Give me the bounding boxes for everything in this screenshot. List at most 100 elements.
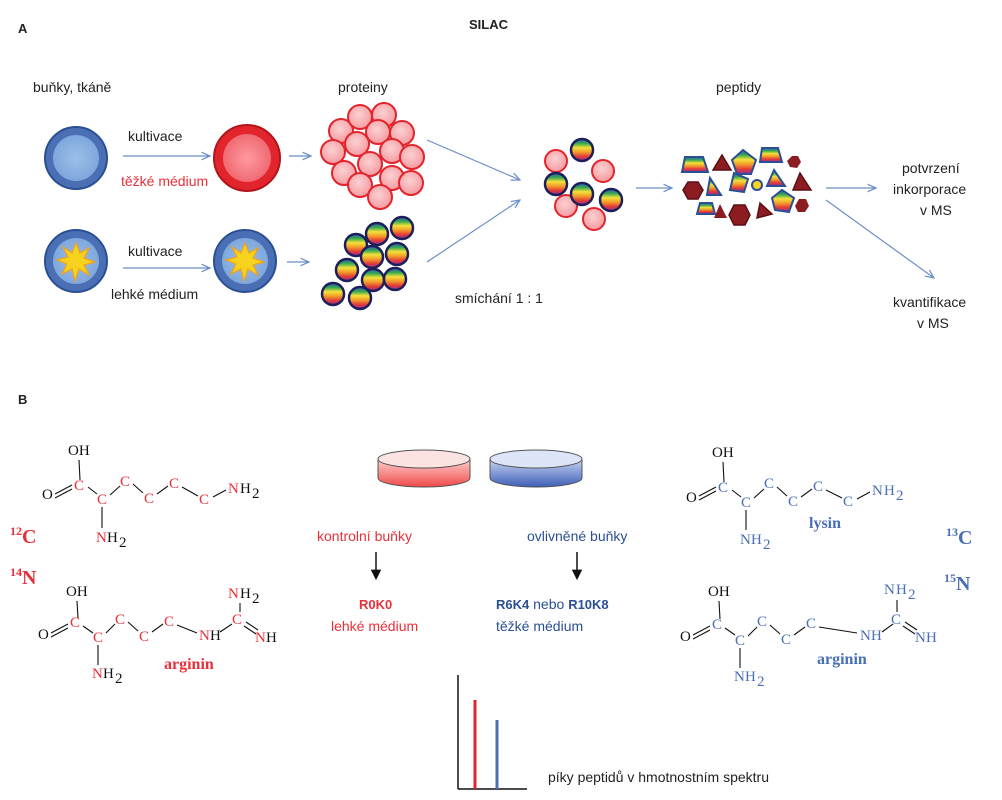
svg-text:C: C [781, 632, 791, 648]
svg-text:O: O [680, 629, 691, 645]
svg-text:N: N [199, 628, 210, 644]
svg-text:N: N [872, 483, 883, 499]
arginine-light-structure: OH O C C C C C N H C N H 2 N H N H 2 [38, 584, 277, 687]
svg-text:C: C [788, 494, 798, 510]
svg-text:2: 2 [252, 591, 260, 607]
svg-text:H: H [745, 669, 756, 685]
svg-text:N: N [915, 630, 926, 646]
cultivation-top-label: kultivace [128, 128, 183, 144]
arrow-to-quantification [825, 199, 934, 278]
svg-text:C: C [164, 614, 174, 630]
lysine-label: lysin [809, 515, 841, 532]
svg-text:C: C [757, 614, 767, 630]
svg-text:H: H [210, 628, 221, 644]
svg-text:2: 2 [115, 671, 123, 687]
svg-text:N: N [860, 628, 871, 644]
svg-text:C: C [891, 612, 901, 628]
svg-text:H: H [751, 532, 762, 548]
light-protein-cluster [320, 215, 415, 311]
arginine-heavy-structure: OH O C C C C C N H C N H 2 N H N H 2 [680, 582, 937, 690]
svg-text:H: H [896, 582, 907, 598]
lysine-light-structure: OH O C C C C C C N H 2 N H 2 [42, 443, 260, 551]
svg-text:C: C [735, 633, 745, 649]
cell-unlabeled-top [44, 126, 108, 190]
svg-text:2: 2 [763, 537, 771, 553]
svg-text:C: C [764, 476, 774, 492]
svg-text:OH: OH [712, 445, 734, 461]
heavy-label-line: R6K4 nebo R10K8 [496, 596, 609, 612]
svg-text:OH: OH [708, 584, 730, 600]
svg-text:2: 2 [757, 674, 765, 690]
isotope-15n-label: 15N [944, 571, 971, 595]
svg-text:2: 2 [896, 488, 904, 504]
petri-dish-light [377, 449, 471, 488]
panel-a-letter: A [18, 21, 28, 36]
svg-text:N: N [740, 532, 751, 548]
cell-heavy-labeled [213, 124, 281, 192]
svg-text:C: C [70, 615, 80, 631]
heavy-medium-label: těžké médium [121, 173, 208, 189]
label-peptides: peptidy [716, 79, 761, 95]
svg-text:C: C [144, 491, 154, 507]
mixed-protein-cluster [543, 137, 624, 231]
svg-text:H: H [103, 666, 114, 682]
svg-text:O: O [38, 627, 49, 643]
arginine-label-left: arginin [164, 656, 214, 673]
svg-text:N: N [228, 586, 239, 602]
control-cells-label: kontrolní buňky [317, 528, 412, 544]
cell-unlabeled-bottom [44, 229, 108, 293]
light-medium-b-label: lehké médium [331, 618, 418, 634]
confirm-line2: inkorporace [893, 181, 966, 197]
cultivation-bottom-label: kultivace [128, 243, 183, 259]
arrow-light-to-mix [426, 200, 520, 263]
cell-light-labeled [213, 229, 277, 293]
svg-text:2: 2 [252, 486, 260, 502]
svg-text:C: C [232, 612, 242, 628]
svg-text:C: C [169, 476, 179, 492]
svg-text:H: H [926, 630, 937, 646]
svg-text:N: N [734, 669, 745, 685]
peptide-fragments [680, 147, 813, 226]
lysine-heavy-structure: OH O C C C C C C N H 2 N H 2 [686, 445, 904, 553]
svg-text:O: O [42, 487, 53, 503]
svg-text:C: C [97, 492, 107, 508]
svg-text:C: C [813, 479, 823, 495]
confirm-line3: v MS [920, 202, 952, 218]
svg-text:N: N [96, 530, 107, 546]
svg-text:N: N [92, 666, 103, 682]
svg-text:H: H [240, 481, 251, 497]
svg-text:N: N [884, 582, 895, 598]
label-proteins: proteiny [338, 79, 388, 95]
confirm-line1: potvrzení [902, 160, 960, 176]
svg-text:O: O [686, 490, 697, 506]
mixing-label: smíchání 1 : 1 [455, 290, 543, 306]
svg-text:C: C [74, 478, 84, 494]
svg-text:2: 2 [908, 587, 916, 603]
isotope-14n-label: 14N [10, 565, 37, 589]
diagram-title: SILAC [469, 17, 509, 32]
arrow-heavy-to-mix [426, 139, 520, 180]
svg-text:N: N [255, 630, 266, 646]
svg-text:H: H [884, 483, 895, 499]
svg-text:OH: OH [66, 584, 88, 600]
heavy-medium-b-label: těžké médium [496, 618, 583, 634]
quant-line1: kvantifikace [893, 294, 966, 310]
svg-text:C: C [843, 494, 853, 510]
mass-spectrum [457, 675, 527, 790]
r0k0-label: R0K0 [359, 597, 392, 612]
svg-text:H: H [266, 630, 277, 646]
svg-text:C: C [199, 492, 209, 508]
svg-text:2: 2 [119, 535, 127, 551]
quant-line2: v MS [917, 315, 949, 331]
svg-text:C: C [120, 474, 130, 490]
svg-text:C: C [718, 480, 728, 496]
svg-text:C: C [115, 612, 125, 628]
svg-text:C: C [712, 617, 722, 633]
svg-text:OH: OH [68, 443, 90, 459]
treated-cells-label: ovlivněné buňky [527, 528, 627, 544]
spectrum-label: píky peptidů v hmotnostním spektru [548, 769, 769, 785]
heavy-protein-cluster [320, 102, 425, 210]
svg-text:H: H [240, 586, 251, 602]
light-medium-label: lehké médium [111, 286, 198, 302]
